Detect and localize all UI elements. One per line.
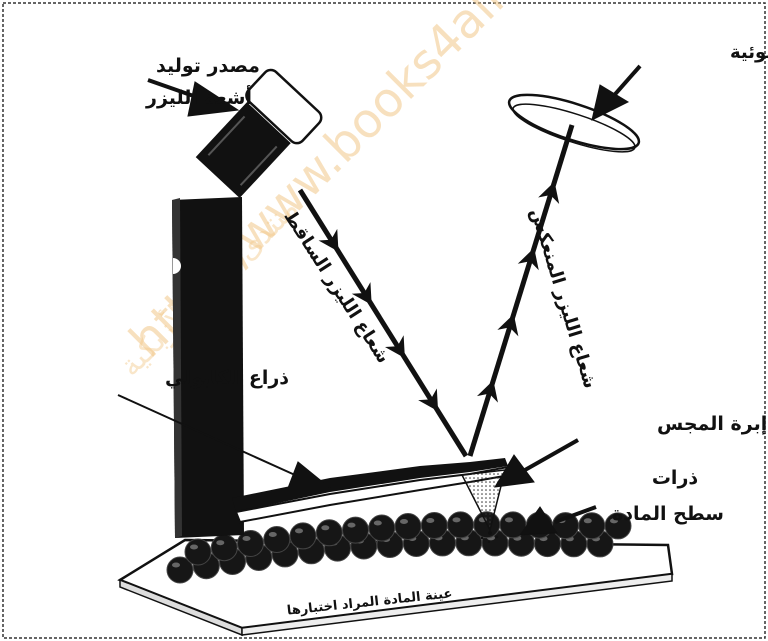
atom-highlight [610,518,618,524]
reflected-beam-line [467,124,575,457]
atom-highlight [295,528,303,534]
atom [289,522,317,550]
reflected-beam-label: شعاع الليزر المنعكس [526,206,601,391]
atom-highlight [347,522,356,528]
beam-arrowhead [476,380,498,403]
atom-highlight [400,519,408,524]
atom-highlight [216,540,225,546]
surface-atoms [166,511,632,584]
atom-highlight [242,536,251,541]
beam-arrowhead [418,388,439,412]
beam-arrowhead [384,335,405,359]
atom-highlight [452,517,461,523]
beam-arrowhead [517,247,539,271]
atom-highlight [426,518,435,523]
probe-needle-label: إبرة المجس [657,413,767,435]
atom [315,519,343,547]
support-pillar [172,197,244,538]
photodiode-detector-label: كاشفات ثنائية ضوئية [730,42,768,63]
atom-highlight [172,562,180,568]
incident-beam-line [297,188,469,458]
surface-atoms-label-1: ذرات [652,467,699,489]
atom [210,534,238,562]
atom [263,526,291,553]
beam-arrowheads [318,181,560,412]
cantilever [232,458,512,524]
laser-beams [297,124,575,458]
atom [368,514,396,542]
cantilever-arm-label: ذراع الكابولي [165,367,289,389]
beam-arrowhead [351,282,372,305]
laser-source-label-1: مصدر توليد [156,55,260,77]
atom [420,512,448,539]
atom [578,512,606,540]
laser-source-icon [195,68,323,198]
atom-highlight [321,525,330,531]
atom [184,538,212,566]
atom-highlight [373,520,382,526]
beam-arrowhead [538,181,560,204]
pointer-arrows [117,64,642,536]
atom-highlight [190,544,198,550]
probe-tip [460,469,506,543]
beam-arrowhead [497,314,519,337]
atom [394,513,422,540]
beam-arrowhead [318,228,339,252]
surface-atoms-label-2: سطح المادة [612,503,724,525]
atom-highlight [268,532,277,537]
laser-source-label-2: أشعة الليزر [145,85,252,109]
sample-base [117,538,674,637]
photodiode-detector-icon [507,93,641,153]
atom [447,511,474,539]
atom-highlight [583,518,592,524]
atom-highlight [505,517,513,523]
atom [342,516,369,544]
